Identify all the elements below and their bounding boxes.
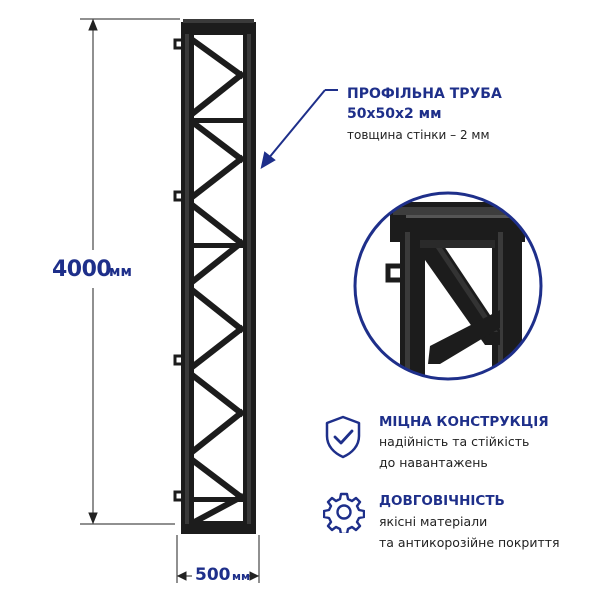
height-dimension-value: 4000: [52, 257, 112, 282]
width-dimension-unit: мм: [232, 570, 250, 583]
height-dimension-unit: мм: [109, 264, 132, 280]
zoom-detail: [353, 191, 543, 381]
feature-strong-title: МІЦНА КОНСТРУКЦІЯ: [379, 414, 549, 430]
feature-durable-line1: якісні матеріали: [379, 514, 488, 529]
height-dimension: [80, 18, 180, 525]
gear-icon: [323, 492, 365, 533]
feature-strong-line1: надійність та стійкість: [379, 434, 530, 449]
feature-durable-line2: та антикорозійне покриття: [379, 535, 560, 550]
pipe-callout-wall: товщина стінки – 2 мм: [347, 128, 490, 142]
feature-durable-title: ДОВГОВІЧНІСТЬ: [379, 493, 505, 509]
callout-arrow: [260, 89, 338, 170]
feature-strong-line2: до навантажень: [379, 455, 488, 470]
width-dimension: [176, 535, 260, 583]
pipe-callout-title: ПРОФІЛЬНА ТРУБА: [347, 86, 502, 102]
truss-frame: [173, 19, 256, 534]
width-dimension-value: 500: [195, 565, 231, 585]
pipe-callout-size: 50х50х2 мм: [347, 106, 442, 122]
shield-check-icon: [325, 415, 361, 459]
